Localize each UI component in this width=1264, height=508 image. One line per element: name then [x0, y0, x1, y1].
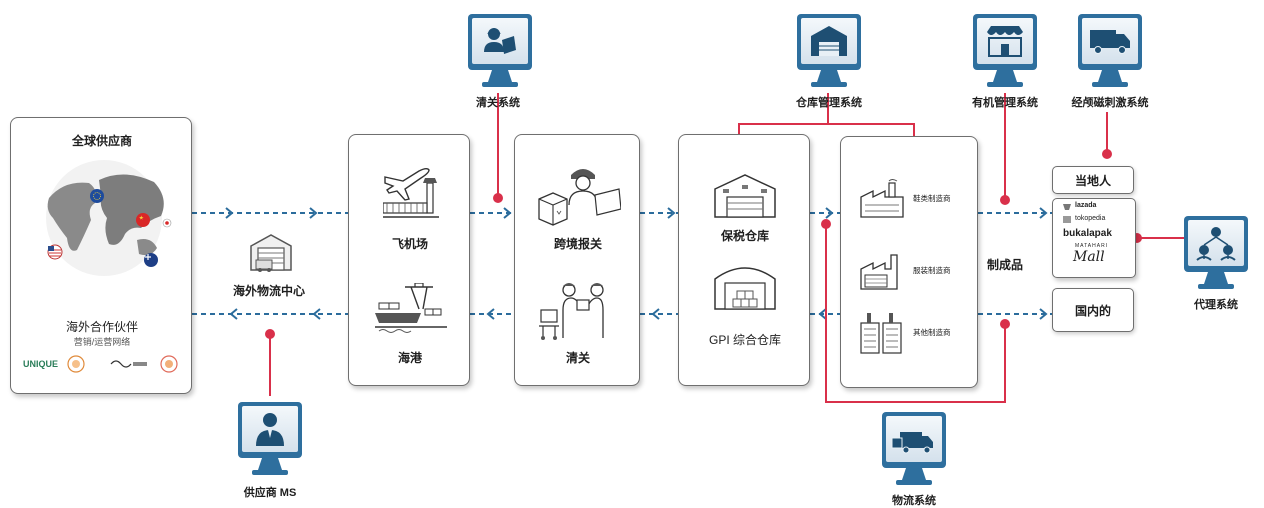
- shoe-manufacturer-label: 鞋类制造商: [913, 194, 951, 203]
- brand-logo-unique: UNIQUE: [23, 359, 59, 369]
- ports-card: 飞机场 海港: [348, 134, 470, 386]
- supplier-ms-label: 供应商 MS: [243, 487, 297, 499]
- tokopedia-logo: tokopedia: [1075, 215, 1106, 222]
- lazada-logo: lazada: [1075, 202, 1097, 209]
- logistics-system-label: 物流系统: [892, 495, 936, 507]
- customs-system-monitor[interactable]: [466, 12, 534, 90]
- global-supplier-card: 全球供应商 海外合作伙伴 营销/运营网络 UNIQUE: [10, 117, 192, 394]
- tms-system-monitor[interactable]: [1076, 12, 1144, 90]
- customs-system-label: 清关系统: [476, 97, 520, 109]
- supplier-ms-monitor[interactable]: [236, 400, 304, 478]
- other-manufacturer-label: 其他制造商: [913, 328, 951, 337]
- airport-icon: [383, 168, 439, 218]
- tms-system-label: 经颅磁刺激系统: [1071, 97, 1149, 109]
- finished-goods-label: 制成品: [986, 258, 1023, 272]
- other-factory-icon: [860, 313, 902, 354]
- world-globe-icon: [46, 160, 172, 276]
- manufacturers-card: 鞋类制造商 服装制造商 其他制造商: [840, 136, 978, 388]
- clearance-label: 清关: [565, 351, 590, 365]
- oms-system-monitor[interactable]: [971, 12, 1039, 90]
- apparel-factory-icon: [860, 254, 898, 290]
- mall-logo: Mall: [1073, 249, 1105, 265]
- wms-system-monitor[interactable]: [795, 12, 863, 90]
- hub-label: 海外物流中心: [232, 284, 305, 298]
- logistics-system-monitor[interactable]: [880, 410, 948, 488]
- agent-system-label: 代理系统: [1194, 299, 1238, 311]
- seaport-icon: [375, 283, 447, 333]
- customs-card: 跨境报关 清关: [514, 134, 640, 386]
- matahari-logo: MATAHARI: [1075, 243, 1109, 249]
- customs-clearance-icon: [539, 283, 604, 340]
- partner-logos-icon: [67, 355, 178, 373]
- gpi-warehouse-icon: [714, 267, 776, 310]
- flow-lines: [192, 212, 1052, 315]
- customs-officer-icon: [538, 169, 621, 226]
- flow-arrows: [225, 207, 1048, 320]
- marketplace-brand-icons: [1063, 204, 1071, 223]
- wms-system-label: 仓库管理系统: [796, 97, 862, 109]
- marketplace-card: lazada tokopedia bukalapak MATAHARI Mall: [1052, 198, 1136, 278]
- shoe-factory-icon: [860, 179, 904, 218]
- local-output: 当地人: [1052, 166, 1134, 194]
- airport-label: 飞机场: [391, 237, 428, 251]
- bukalapak-logo: bukalapak: [1063, 228, 1112, 239]
- oms-system-label: 有机管理系统: [972, 97, 1038, 109]
- seaport-label: 海港: [397, 351, 422, 365]
- global-supplier-title: 全球供应商: [71, 134, 132, 148]
- domestic-output: 国内的: [1052, 288, 1134, 332]
- apparel-manufacturer-label: 服装制造商: [913, 266, 951, 275]
- agent-system-monitor[interactable]: [1182, 214, 1250, 292]
- gpi-warehouse-label: GPI 综合仓库: [708, 333, 781, 347]
- bonded-warehouse-icon: [714, 174, 776, 218]
- partner-subtitle: 营销/运营网络: [73, 337, 131, 347]
- warehouse-hub-icon: [250, 234, 292, 272]
- partner-title: 海外合作伙伴: [65, 320, 138, 334]
- warehouse-card: 保税仓库 GPI 综合仓库: [678, 134, 810, 386]
- bonded-warehouse-label: 保税仓库: [720, 229, 769, 243]
- cross-border-label: 跨境报关: [553, 237, 602, 251]
